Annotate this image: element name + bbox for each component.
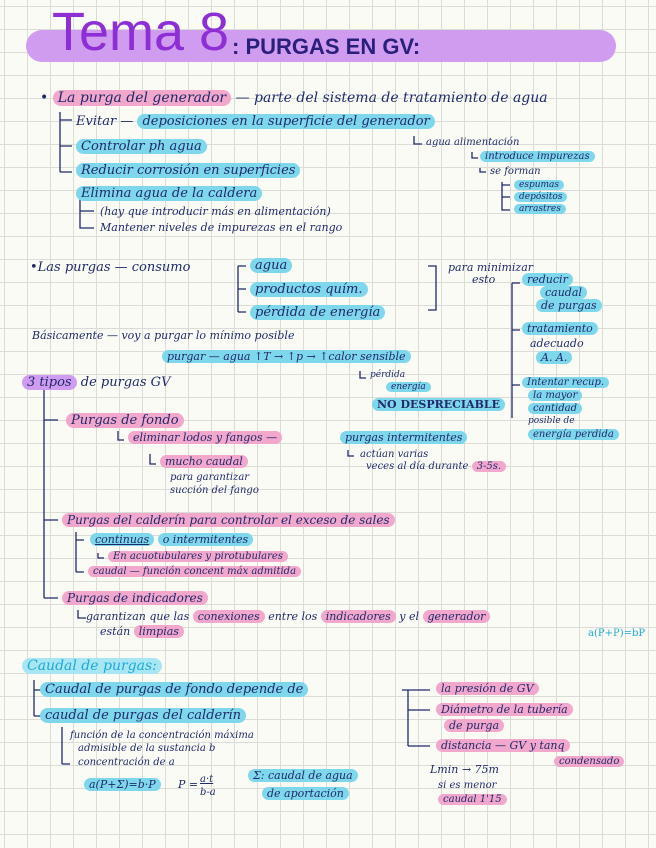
lmin-text: Lmin → 75m [430,763,499,776]
diametro-2: de purga [444,719,505,732]
intentar-5: energía perdida [528,429,619,441]
elimina-line: Elimina agua de la caldera [76,186,263,202]
aportacion-1: Σ: caudal de agua [248,769,358,782]
formula-2: P = [178,778,199,791]
formula-2-num: a·t [200,774,214,785]
page-subtitle: : PURGAS EN GV: [232,34,421,59]
actuan-2: veces al día durante 3-5s. [366,461,507,472]
hay-que-text: (hay que introducir más en alimentación) [100,205,331,218]
agua-alim-text: agua alimentación [426,137,520,148]
basicamente-line: Básicamente — voy a purgar lo mínimo pos… [32,329,295,342]
esto-text: esto [472,273,496,286]
perdida-2: energía [386,382,431,393]
evitar-line: Evitar — deposiciones en la superficie d… [76,114,435,130]
acuotubulares: En acuotubulares y pirotubulares [108,551,288,562]
para-garantizar-2: succión del fango [170,485,259,496]
intro-highlight: La purga del generador [52,90,232,106]
eliminar-line: eliminar lodos y fangos — [128,431,283,444]
intermitentes-text: purgas intermitentes [340,431,468,444]
espumas-text: espumas [514,180,565,191]
intro-line: • La purga del generador — parte del sis… [40,90,548,106]
reducir-caudal-3: de purgas [536,299,602,312]
reducir-text: Reducir corrosión en superficies [76,163,301,178]
controlar-text: Controlar ph agua [76,139,207,154]
caudal-fondo: Caudal de purgas de fondo depende de [40,682,309,698]
func-2: admisible de la sustancia b [78,743,216,754]
formula-1: a(P+Σ)=b·P [84,778,161,791]
purgar-line: purgar — agua ↑T → ↑p → ↑calor sensible [162,350,411,363]
formula-right: a(P+P)=bP [588,628,646,639]
arrastres-text: arrastres [514,204,566,215]
indicadores-title: Purgas de indicadores [62,590,208,606]
actuan-1: actúan varias [360,449,429,460]
intro-rest: — parte del sistema de tratamiento de ag… [235,90,548,106]
si-es-1: si es menor [438,780,497,791]
controlar-line: Controlar ph agua [76,139,207,155]
func-1: función de la concentración máxima [70,730,254,741]
mucho-caudal: mucho caudal [160,455,248,468]
para-minimizar: para minimizar [448,261,534,274]
calderin-title: Purgas del calderín para controlar el ex… [62,512,395,528]
distancia-text: distancia — GV y tanq [436,739,570,752]
intentar-3: cantidad [528,403,582,415]
reducir-caudal-1: reducir [522,273,573,286]
title-highlight-band [26,30,616,62]
presion-text: la presión de GV [436,682,539,695]
tratamiento-1: tratamiento [522,322,598,335]
mantener-text: Mantener niveles de impurezas en el rang… [100,221,343,234]
formula-2-den: b-a [200,787,216,798]
estan-line: están limpias [100,625,184,638]
tratamiento-3: A. A. [536,351,573,364]
reducir-caudal-2: caudal [540,286,587,299]
consumo-productos: productos quím. [250,282,368,298]
intentar-4: posible de [528,416,575,426]
diametro-1: Diámetro de la tubería [436,703,573,716]
depositos-text: depósitos [514,192,568,203]
fondo-title: Purgas de fondo [66,413,184,429]
para-garantizar-1: para garantizar [170,472,250,483]
reducir-line: Reducir corrosión en superficies [76,163,301,179]
caudal-heading: Caudal de purgas: [22,658,162,674]
condensado-text: condensado [554,756,625,767]
evitar-text: deposiciones en la superficie del genera… [137,114,435,129]
si-es-2: caudal 1'15 [438,794,507,805]
consumo-label: •Las purgas — consumo [30,260,191,275]
se-forman-text: se forman [490,166,541,177]
introduce-text: introduce impurezas [480,151,595,163]
no-despreciable: NO DESPRECIABLE [372,397,505,413]
caudal-funcion: caudal — función concent máx admitida [88,566,302,577]
evitar-label: Evitar — [76,114,134,129]
continuas-line: continuas o intermitentes [90,533,254,546]
caudal-calderin: caudal de purgas del calderín [40,708,246,724]
intentar-1: Intentar recup. [522,377,610,389]
elimina-text: Elimina agua de la caldera [76,186,263,201]
aportacion-2: de aportación [262,787,349,800]
intentar-2: la mayor [528,390,583,402]
tipos-line: 3 tipos de purgas GV [22,375,170,391]
consumo-agua: agua [250,258,293,274]
page-title: Tema 8 [52,2,230,62]
tratamiento-2: adecuado [530,337,584,350]
garantizan-line: garantizan que las conexiones entre los … [86,610,491,623]
consumo-perdida: pérdida de energía [250,305,386,321]
perdida-1: pérdida [370,370,406,380]
func-3: concentración de a [78,757,175,768]
